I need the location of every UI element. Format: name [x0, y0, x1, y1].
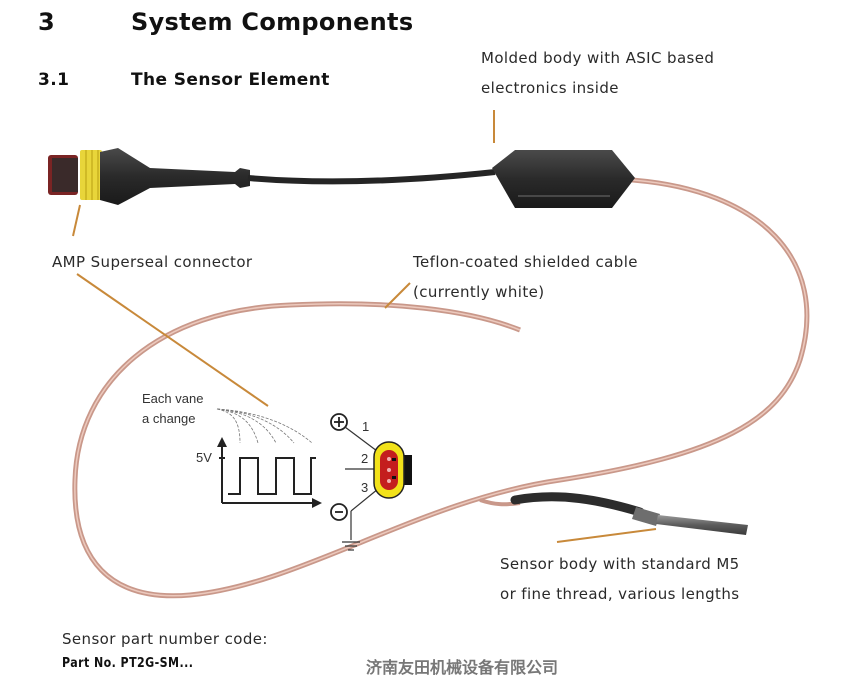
callout-cable-line2: (currently white) — [413, 283, 545, 301]
callout-sensor-body-line1: Sensor body with standard M5 — [500, 555, 740, 573]
callout-sensor-body-line2: or fine thread, various lengths — [500, 585, 740, 603]
callout-molded-body-line2: electronics inside — [481, 79, 619, 97]
part-number: Part No. PT2G-SM... — [62, 656, 194, 671]
leader-connector — [72, 204, 81, 237]
company-watermark: 济南友田机械设备有限公司 — [366, 658, 559, 677]
pin-2-label: 2 — [361, 451, 369, 466]
leader-connector-2 — [76, 273, 269, 407]
vane-note-line1: Each vane — [142, 391, 204, 406]
sensor-probe — [656, 515, 748, 535]
square-wave — [228, 457, 316, 495]
part-number-code-label: Sensor part number code: — [62, 630, 268, 648]
connector-boot — [100, 148, 250, 205]
x-axis-arrow — [312, 498, 322, 508]
sensor-thread — [632, 507, 660, 526]
leader-sensor-body — [556, 528, 657, 543]
molded-asic-body — [492, 150, 635, 208]
teflon-cable — [72, 177, 810, 599]
section-number: 3 — [38, 8, 55, 36]
sensor-sheath — [510, 492, 645, 517]
vane-note-line2: a change — [142, 411, 196, 426]
subsection-title: The Sensor Element — [131, 70, 330, 90]
ground-icon — [342, 541, 360, 551]
vane-curves — [216, 408, 313, 444]
pin-3-label: 3 — [361, 480, 369, 495]
voltage-label: 5V — [196, 450, 212, 465]
callout-molded-body-line1: Molded body with ASIC based — [481, 49, 715, 67]
connector-latch — [403, 455, 412, 485]
callout-cable-line1: Teflon-coated shielded cable — [413, 253, 638, 271]
section-title: System Components — [131, 8, 414, 36]
leader-cable — [384, 282, 411, 309]
subsection-number: 3.1 — [38, 70, 70, 90]
signal-diagram — [219, 440, 316, 504]
pin-1-label: 1 — [362, 419, 370, 434]
y-axis-arrow — [217, 437, 227, 447]
callout-connector: AMP Superseal connector — [52, 253, 253, 271]
